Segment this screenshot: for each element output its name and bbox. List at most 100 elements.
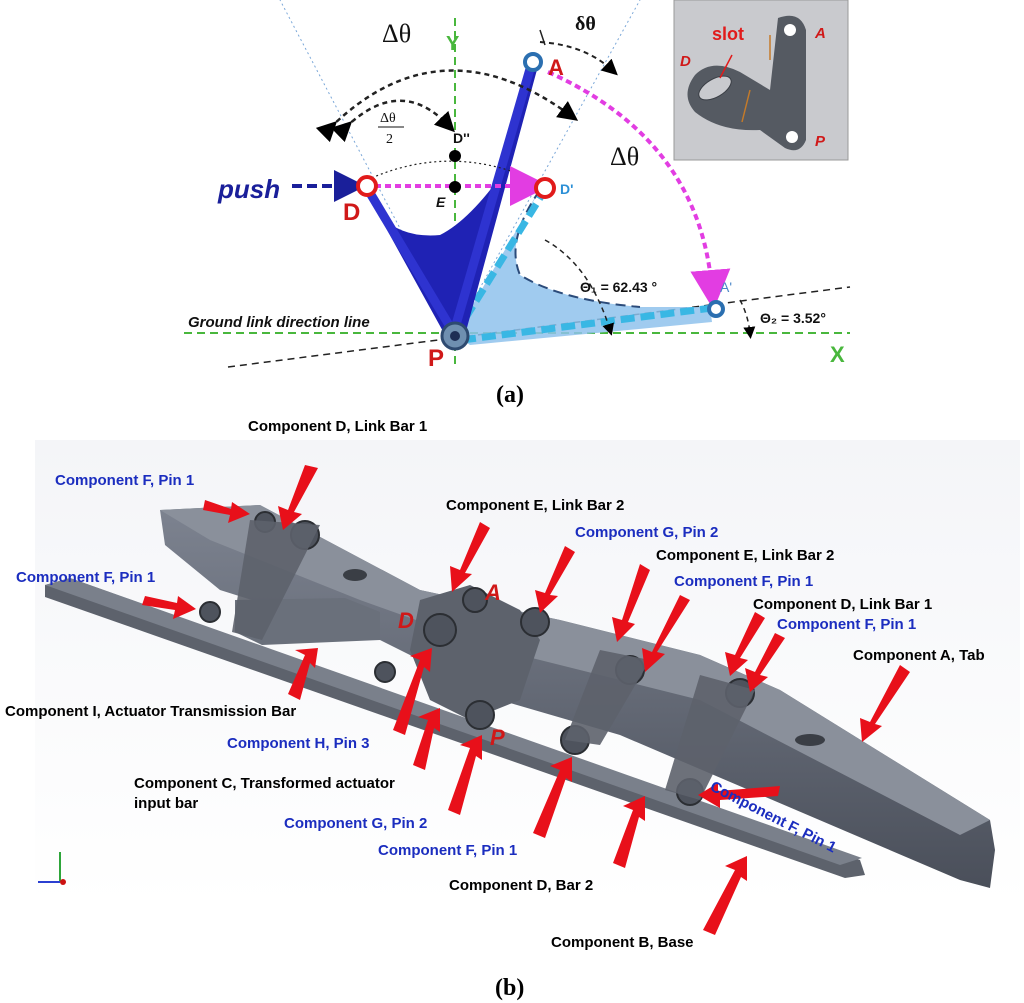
label-transformed-bar-2: input bar: [134, 795, 199, 812]
pin-5: [462, 587, 488, 613]
pin-6: [520, 607, 550, 637]
point-e: [449, 181, 461, 193]
point-d-prime-label: D': [560, 181, 573, 197]
arrow-link-bar-2-b: [612, 564, 650, 642]
tab-hole-2: [343, 569, 367, 581]
theta2-label: Θ₂ = 3.52°: [760, 310, 826, 326]
point-d-label: D: [343, 199, 360, 226]
inset-slot: [698, 75, 732, 101]
joint-a-prime: [707, 300, 725, 318]
joint-a: [523, 52, 543, 72]
arrow-pin-2-bottom: [448, 735, 482, 815]
inset-part: [687, 15, 806, 151]
link-body: [365, 62, 538, 335]
arrow-tab: [860, 665, 910, 742]
point-e-label: E: [436, 194, 446, 210]
caption-b: (b): [495, 975, 524, 1001]
figure-a: Δθ Y X δθ Δθ 2 A D P D'' E D' A' push Δθ…: [184, 0, 851, 372]
label-link-bar-1-right: Component D, Link Bar 1: [753, 596, 933, 613]
point-d-double-prime: [449, 150, 461, 162]
arrow-pin-1-mid: [642, 595, 690, 672]
link-bar-right-1: [565, 650, 650, 745]
caption-a: (a): [496, 382, 524, 408]
arrow-link-bar-2-a: [450, 522, 490, 592]
arrow-pin-1-left: [142, 596, 196, 619]
label-pin-1-mid: Component F, Pin 1: [674, 573, 814, 590]
label-link-bar-1-top: Component D, Link Bar 1: [248, 418, 428, 435]
point-a-prime-label: A': [720, 279, 732, 295]
tab-hole: [795, 734, 825, 746]
label-pin-2-bottom: Component G, Pin 2: [284, 815, 428, 832]
inset-d-label: D: [680, 53, 691, 70]
pin-3: [199, 601, 221, 623]
ground-line-label: Ground link direction line: [188, 314, 370, 331]
small-delta-theta-tick: [539, 29, 546, 46]
inset-a-label: A: [814, 25, 826, 42]
inset-p-label: P: [815, 133, 826, 150]
label-pin-1-top-left: Component F, Pin 1: [55, 472, 195, 489]
point-a-label: A: [548, 55, 564, 80]
inset-slot-pointer: [719, 54, 733, 79]
tab-top-face: [160, 505, 990, 835]
a-to-a-prime-arrow: [547, 70, 731, 310]
point-d-double-prime-label: D'': [453, 130, 470, 146]
small-delta-theta-label: δθ: [575, 13, 596, 35]
link-bar-right-2: [665, 675, 755, 800]
pin-12: [374, 661, 396, 683]
label-tab: Component A, Tab: [853, 647, 985, 664]
label-actuator-bar: Component I, Actuator Transmission Bar: [5, 703, 297, 720]
base-bar-top: [45, 578, 862, 865]
theta2-arc: [739, 299, 756, 339]
arrow-pin-2-top: [535, 546, 575, 613]
axis-y-label: Y: [446, 33, 460, 55]
half-delta-theta-den: 2: [386, 132, 393, 147]
arrow-link-bar-1-right: [725, 612, 765, 676]
arrow-pin-3: [393, 648, 432, 735]
arrow-transformed-bar: [413, 708, 440, 770]
delta-theta-label: Δθ: [382, 19, 411, 48]
arrow-pin-1-bottom-right: [698, 783, 780, 808]
point-d-3d: D: [398, 608, 414, 633]
inset-slot-label: slot: [712, 24, 744, 44]
arrow-link-bar-1-top: [278, 465, 318, 530]
point-p-3d: P: [490, 725, 505, 750]
theta1-arc: [544, 239, 614, 336]
theta1-label: Θ₁ = 62.43 °: [580, 279, 657, 295]
half-delta-theta-arc: [330, 99, 455, 143]
callout-arrows: [142, 465, 910, 935]
label-pin-2-top: Component G, Pin 2: [575, 524, 719, 541]
joint-p-inner: [450, 331, 460, 341]
label-pin-1-right: Component F, Pin 1: [777, 616, 917, 633]
point-a-3d: A: [484, 580, 501, 605]
label-pin-1-bottom: Component F, Pin 1: [378, 842, 518, 859]
label-transformed-bar-1: Component C, Transformed actuator: [134, 775, 395, 792]
push-label: push: [217, 174, 280, 204]
label-link-bar-2-a: Component E, Link Bar 2: [446, 497, 625, 514]
delta-theta-label-2: Δθ: [610, 142, 639, 171]
half-delta-theta-num: Δθ: [380, 111, 396, 126]
displaced-bar-2: [461, 304, 713, 344]
link-bar-left: [232, 520, 320, 640]
inset-hole-a: [784, 24, 796, 36]
arrow-actuator-bar: [288, 648, 318, 700]
pin-7: [465, 700, 495, 730]
label-link-bar-2-b: Component E, Link Bar 2: [656, 547, 835, 564]
label-pin-3: Component H, Pin 3: [227, 735, 370, 752]
point-p-label: P: [428, 345, 444, 372]
inset-hole-p: [786, 131, 798, 143]
inset-seam-2: [741, 89, 751, 123]
arrow-pin-1-right: [745, 633, 785, 692]
joint-d: [356, 175, 378, 197]
link-bar-pd: [363, 185, 459, 338]
slot-inset: slot A D P: [673, 0, 849, 161]
figure-b: A D P: [35, 440, 1020, 935]
arrow-bar-2: [613, 796, 645, 868]
delta-theta-arc: [315, 69, 579, 143]
coordinate-triad-icon: [38, 852, 66, 885]
label-pin-1-left: Component F, Pin 1: [16, 569, 156, 586]
pin-4: [423, 613, 457, 647]
joint-d-prime: [534, 177, 556, 199]
label-base: Component B, Base: [551, 934, 694, 951]
arrow-pin-1-top-left: [203, 500, 250, 523]
